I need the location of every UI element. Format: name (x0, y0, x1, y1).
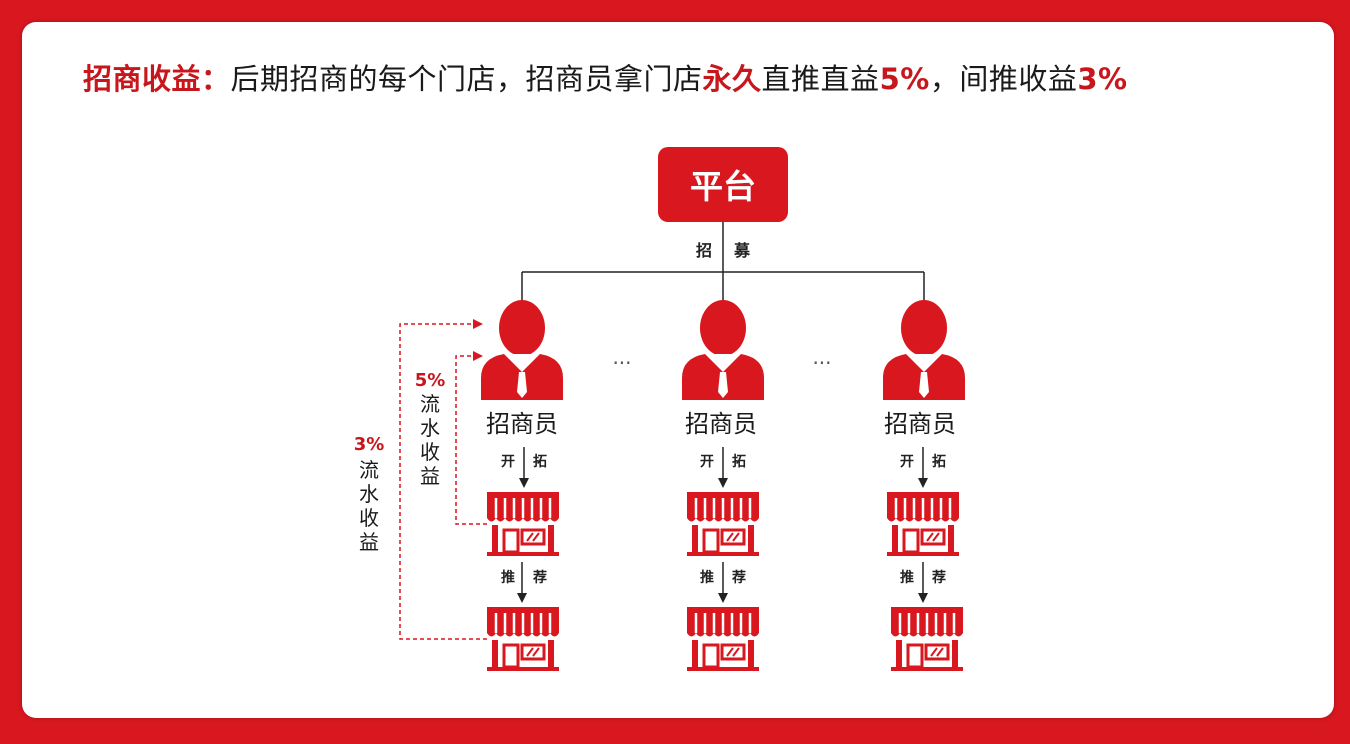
headline-text-1: 后期招商的每个门店，招商员拿门店 (230, 62, 703, 96)
platform-box (658, 147, 788, 222)
develop-label-char-1: 开 (900, 454, 914, 470)
person-icon (682, 300, 764, 400)
recommend-label-char-2: 荐 (932, 569, 946, 586)
direct-income-char-4: 益 (420, 464, 440, 488)
develop-label-char-2: 拓 (732, 453, 746, 470)
person-icon (481, 300, 563, 400)
develop-label-char-1: 开 (501, 454, 515, 470)
recruiter-label-2: 招商员 (685, 410, 757, 438)
indirect-income-char-3: 收 (359, 506, 379, 530)
direct-income-dashed-line (455, 351, 487, 525)
develop-label-char-2: 拓 (533, 453, 547, 470)
platform-label: 平台 (690, 167, 756, 206)
recruit-label-char-1: 招 (696, 241, 712, 260)
develop-label-char-2: 拓 (932, 453, 946, 470)
indirect-income-char-1: 流 (359, 458, 379, 482)
person-icon (883, 300, 965, 400)
recommend-label-char-2: 荐 (533, 569, 547, 586)
store-icon (685, 490, 761, 558)
headline-text-3: ，间推收益 (929, 62, 1078, 96)
recommend-label-char-1: 推 (700, 569, 714, 586)
develop-label-char-1: 开 (700, 454, 714, 470)
ellipsis-1: ··· (612, 351, 631, 375)
headline-emph-2: 5% (879, 62, 930, 96)
content-card (22, 22, 1334, 718)
recruit-label-char-2: 募 (733, 241, 751, 260)
direct-income-char-2: 水 (420, 416, 440, 440)
recruiter-label-3: 招商员 (884, 410, 956, 438)
headline: 招商收益：后期招商的每个门店，招商员拿门店永久直推直益5%，间推收益3% (83, 56, 1128, 98)
indirect-income-char-4: 益 (359, 530, 379, 554)
headline-emph-1: 永久 (702, 62, 762, 96)
indirect-income-char-2: 水 (359, 482, 379, 506)
direct-income-char-1: 流 (420, 392, 440, 416)
direct-income-char-3: 收 (420, 440, 440, 464)
indirect-income-dashed-line (399, 319, 487, 640)
store-icon (889, 605, 965, 673)
store-icon (485, 605, 561, 673)
store-icon (485, 490, 561, 558)
recommend-label-char-1: 推 (501, 569, 515, 586)
indirect-income-pct: 3% (354, 434, 385, 455)
headline-text-2: 直推直益 (761, 62, 880, 96)
ellipsis-2: ··· (812, 351, 831, 375)
store-icon (685, 605, 761, 673)
recruiter-label-1: 招商员 (486, 410, 558, 438)
recommend-label-char-1: 推 (900, 569, 914, 586)
direct-income-pct: 5% (415, 370, 446, 391)
store-icon (885, 490, 961, 558)
headline-label: 招商收益： (83, 62, 231, 96)
recommend-label-char-2: 荐 (732, 569, 746, 586)
headline-emph-3: 3% (1077, 62, 1128, 96)
